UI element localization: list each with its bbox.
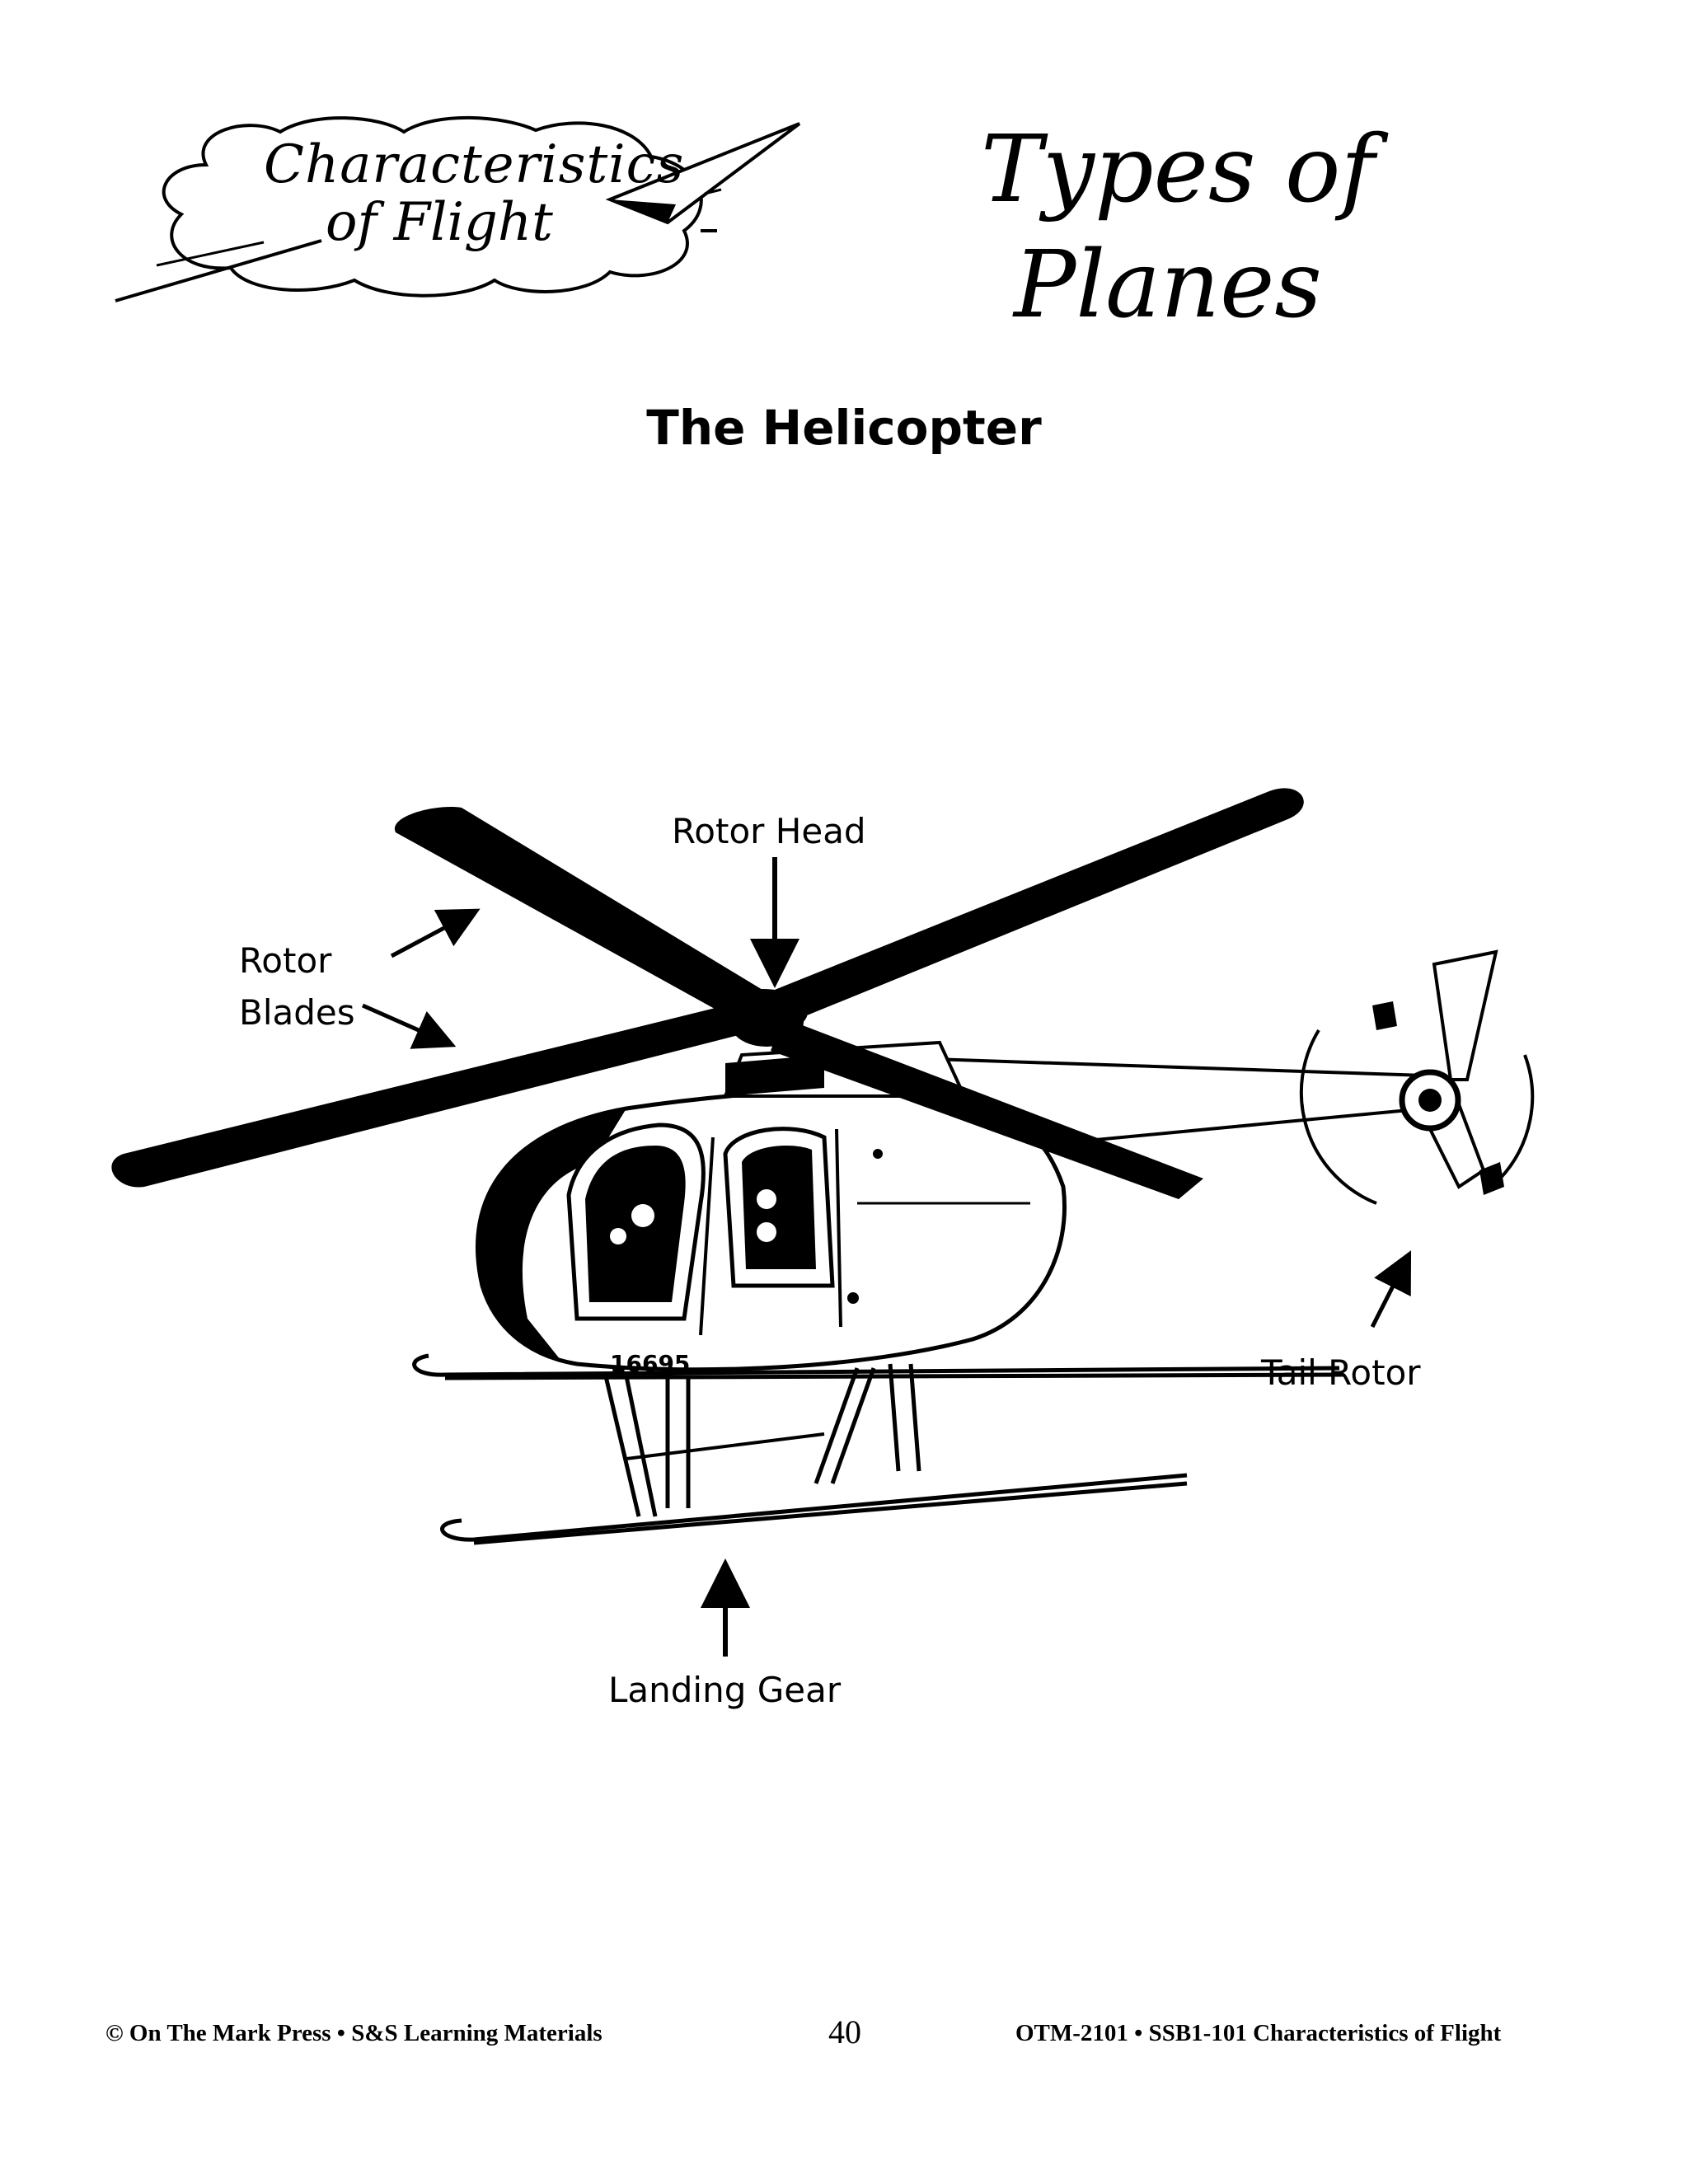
tail-number: 16695 [610,1350,691,1377]
diagram-heading: The Helicopter [646,400,1042,456]
label-rotor-blades-line-2: Blades [239,992,355,1033]
arrow-tail-rotor [1370,1250,1412,1329]
arrow-rotor-blades-1 [390,908,481,958]
arrow-rotor-blades-2 [361,1003,457,1049]
logo-line-1: Characteristics [264,134,685,195]
logo-characteristics-of-flight: Characteristics of Flight [107,107,816,330]
logo-line-2: of Flight [326,192,553,253]
cloud-airplane-icon [115,115,801,302]
label-rotor-head: Rotor Head [672,811,866,851]
footer-product-code: OTM-2101 • SSB1-101 Characteristics of F… [1015,2020,1502,2046]
page-title-line-1: Types of [981,116,1375,223]
label-rotor-blades-line-1: Rotor [239,940,332,981]
label-tail-rotor: Tail Rotor [1261,1352,1421,1393]
page-title-line-2: Planes [1014,232,1322,339]
label-landing-gear: Landing Gear [608,1670,842,1710]
footer-publisher: © On The Mark Press • S&S Learning Mater… [106,2020,603,2046]
page-number: 40 [828,2013,861,2050]
